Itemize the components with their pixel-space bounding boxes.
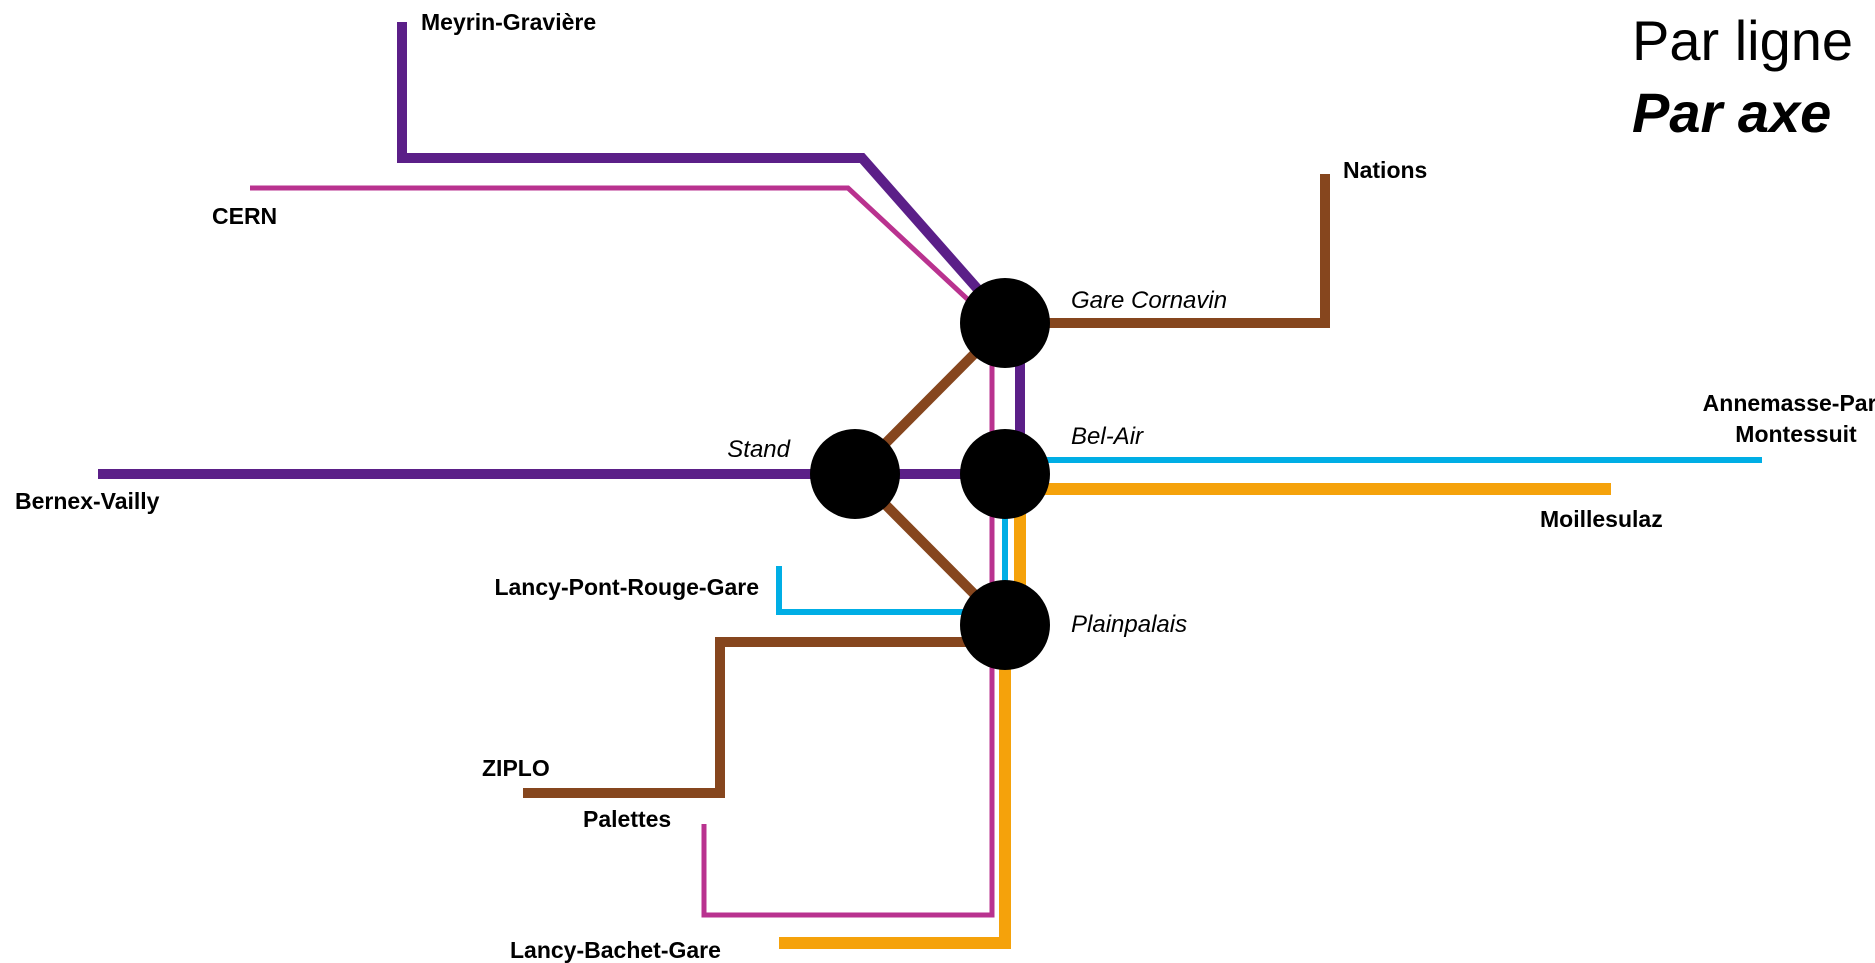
terminus-annemasse-line1: Annemasse-Parc bbox=[1703, 390, 1875, 416]
station-gare-cornavin[interactable] bbox=[960, 278, 1050, 368]
line-orange bbox=[779, 483, 1611, 949]
terminus-meyrin-graviere: Meyrin-Gravière bbox=[421, 9, 596, 35]
terminus-ziplo: ZIPLO bbox=[482, 755, 550, 781]
terminus-cern: CERN bbox=[212, 203, 277, 229]
terminus-nations: Nations bbox=[1343, 157, 1427, 183]
station-bel-air[interactable] bbox=[960, 429, 1050, 519]
terminus-moillesulaz: Moillesulaz bbox=[1540, 506, 1663, 532]
terminus-labels: Meyrin-Gravière CERN Nations Annemasse-P… bbox=[15, 9, 1875, 963]
terminus-annemasse-line2: Montessuit bbox=[1735, 421, 1857, 447]
line-cyan bbox=[776, 457, 1762, 615]
terminus-lancy-pont-rouge-gare: Lancy-Pont-Rouge-Gare bbox=[494, 574, 759, 600]
label-stand: Stand bbox=[727, 436, 790, 463]
label-plainpalais: Plainpalais bbox=[1071, 611, 1187, 638]
label-bel-air: Bel-Air bbox=[1071, 423, 1144, 450]
stations bbox=[810, 278, 1050, 670]
heading: Par ligne Par axe bbox=[1632, 9, 1853, 144]
line-cyan-trunk bbox=[776, 460, 1008, 615]
station-labels: Gare Cornavin Bel-Air Stand Plainpalais bbox=[727, 287, 1227, 638]
terminus-bernex-vailly: Bernex-Vailly bbox=[15, 488, 160, 514]
label-gare-cornavin: Gare Cornavin bbox=[1071, 287, 1227, 314]
line-brown-nations-branch bbox=[1005, 174, 1330, 328]
line-brown-ziplo-branch bbox=[523, 637, 1005, 798]
heading-par-axe: Par axe bbox=[1632, 81, 1831, 144]
line-orange-trunk bbox=[779, 489, 1026, 949]
line-purple bbox=[98, 22, 1025, 479]
station-plainpalais[interactable] bbox=[960, 580, 1050, 670]
terminus-lancy-bachet-gare: Lancy-Bachet-Gare bbox=[510, 937, 721, 963]
station-stand[interactable] bbox=[810, 429, 900, 519]
terminus-palettes: Palettes bbox=[583, 806, 671, 832]
heading-par-ligne: Par ligne bbox=[1632, 9, 1853, 72]
